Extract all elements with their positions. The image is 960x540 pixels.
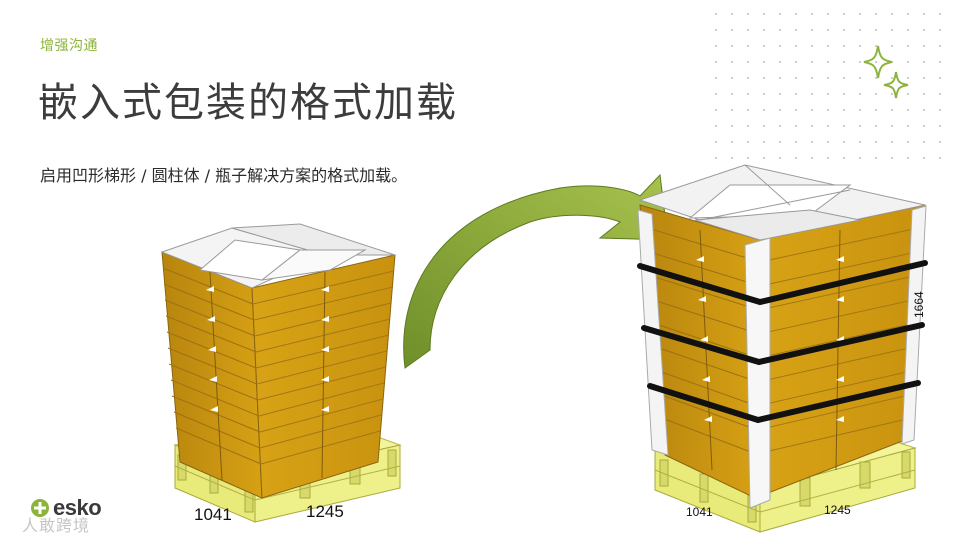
transition-arrow [404, 175, 668, 368]
left-depth-dimension: 1245 [306, 502, 344, 522]
right-depth-dimension: 1245 [824, 503, 851, 517]
watermark: 人敢跨境 [22, 512, 90, 536]
right-pallet-stack [638, 165, 926, 532]
right-height-dimension: 1664 [912, 291, 926, 318]
left-width-dimension: 1041 [194, 505, 232, 525]
left-pallet-stack [162, 224, 400, 522]
right-width-dimension: 1041 [686, 505, 713, 519]
corner-board-front [745, 238, 770, 508]
